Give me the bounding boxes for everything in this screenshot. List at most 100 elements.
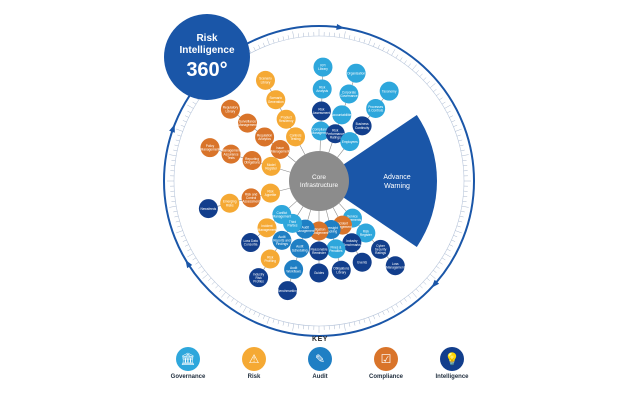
key-item-compliance: ☑ Compliance <box>363 347 409 380</box>
scale-tick <box>262 315 265 320</box>
node-label: Risks <box>226 203 234 207</box>
node-label: Loss <box>392 262 399 266</box>
scale-tick <box>235 301 239 305</box>
scale-tick <box>353 321 356 326</box>
node-governance: Employees <box>340 132 360 152</box>
node-label: Scenario <box>270 96 283 100</box>
node-circle <box>284 259 304 279</box>
node-label: Scheduling <box>292 248 308 252</box>
node-label: Control <box>246 196 257 200</box>
scale-tick <box>282 321 285 326</box>
node-label: Controls <box>290 133 302 137</box>
title-line-1: Risk <box>196 33 218 44</box>
scale-tick <box>173 149 178 152</box>
node-label: Generation <box>268 100 284 104</box>
scale-tick <box>426 277 430 281</box>
node-label: Audit <box>278 235 285 239</box>
scale-tick <box>391 49 396 56</box>
scale-tick <box>175 139 180 142</box>
scale-tick <box>408 63 411 67</box>
node-label: Audit <box>296 245 303 249</box>
node-label: Risk <box>267 255 274 259</box>
node-circle <box>242 151 262 171</box>
scale-tick <box>208 277 212 281</box>
scale-tick <box>456 134 461 137</box>
node-label: Analytics <box>258 137 271 141</box>
scale-tick <box>386 49 390 54</box>
node-label: Fines & <box>331 245 343 249</box>
scale-tick <box>198 266 202 269</box>
scale-tick <box>266 38 270 45</box>
key-item-audit: ✎ Audit <box>297 347 343 380</box>
scale-tick <box>358 320 361 325</box>
scale-tick <box>439 97 443 101</box>
node-circle <box>221 144 241 164</box>
scale-tick <box>368 38 372 45</box>
scale-tick <box>227 295 230 299</box>
node-circle <box>371 239 391 259</box>
scale-tick <box>433 89 437 92</box>
scale-tick <box>348 35 351 40</box>
scale-tick <box>239 303 243 308</box>
node-label: Incident <box>337 222 348 226</box>
scale-tick <box>171 160 176 162</box>
scale-tick <box>461 205 469 208</box>
node-circle <box>220 99 240 119</box>
node-label: Loss Data <box>243 239 258 243</box>
node-label: Corporate <box>342 90 356 94</box>
node-label: Tracking <box>325 230 337 234</box>
node-label: Conflict <box>277 211 288 215</box>
node-label: Industry <box>346 239 358 243</box>
scale-tick <box>202 274 209 279</box>
node-label: Risk and <box>245 193 258 197</box>
node-label: Industry <box>253 272 265 276</box>
scale-tick <box>180 124 185 127</box>
node-governance: Accountabilities <box>331 105 353 125</box>
node-label: Taxonomy <box>382 89 397 93</box>
node-label: Business <box>356 122 369 126</box>
node-label: Management <box>311 131 330 135</box>
scale-tick <box>231 298 234 302</box>
node-label: Benchmarks <box>343 243 361 247</box>
ring-arrow-icon <box>336 23 345 30</box>
node-label: Management <box>258 228 277 232</box>
node-label: Management <box>201 148 220 152</box>
node-intelligence: Events <box>352 252 372 272</box>
scale-tick <box>423 77 427 81</box>
scale-tick <box>459 144 464 147</box>
scale-tick <box>338 33 340 38</box>
node-label: Risk <box>332 128 339 132</box>
node-label: Reasonable <box>310 247 327 251</box>
node-label: Oversight <box>324 226 338 230</box>
scale-tick <box>258 44 261 49</box>
node-circle <box>340 132 360 152</box>
node-label: & Controls <box>368 109 383 113</box>
node-label: Risk <box>318 107 325 111</box>
scale-tick <box>353 36 356 41</box>
node-label: Library <box>261 80 271 84</box>
node-label: Management <box>296 229 315 233</box>
scale-tick <box>363 39 366 44</box>
scale-tick <box>242 306 247 313</box>
scale-tick <box>395 303 399 308</box>
outer-ring <box>163 25 475 337</box>
node-circle <box>241 233 261 253</box>
key-label-risk: Risk <box>247 374 261 380</box>
scale-tick <box>460 210 465 213</box>
node-circle <box>309 241 329 261</box>
scale-tick <box>368 317 372 324</box>
key-label-compliance: Compliance <box>368 374 403 380</box>
